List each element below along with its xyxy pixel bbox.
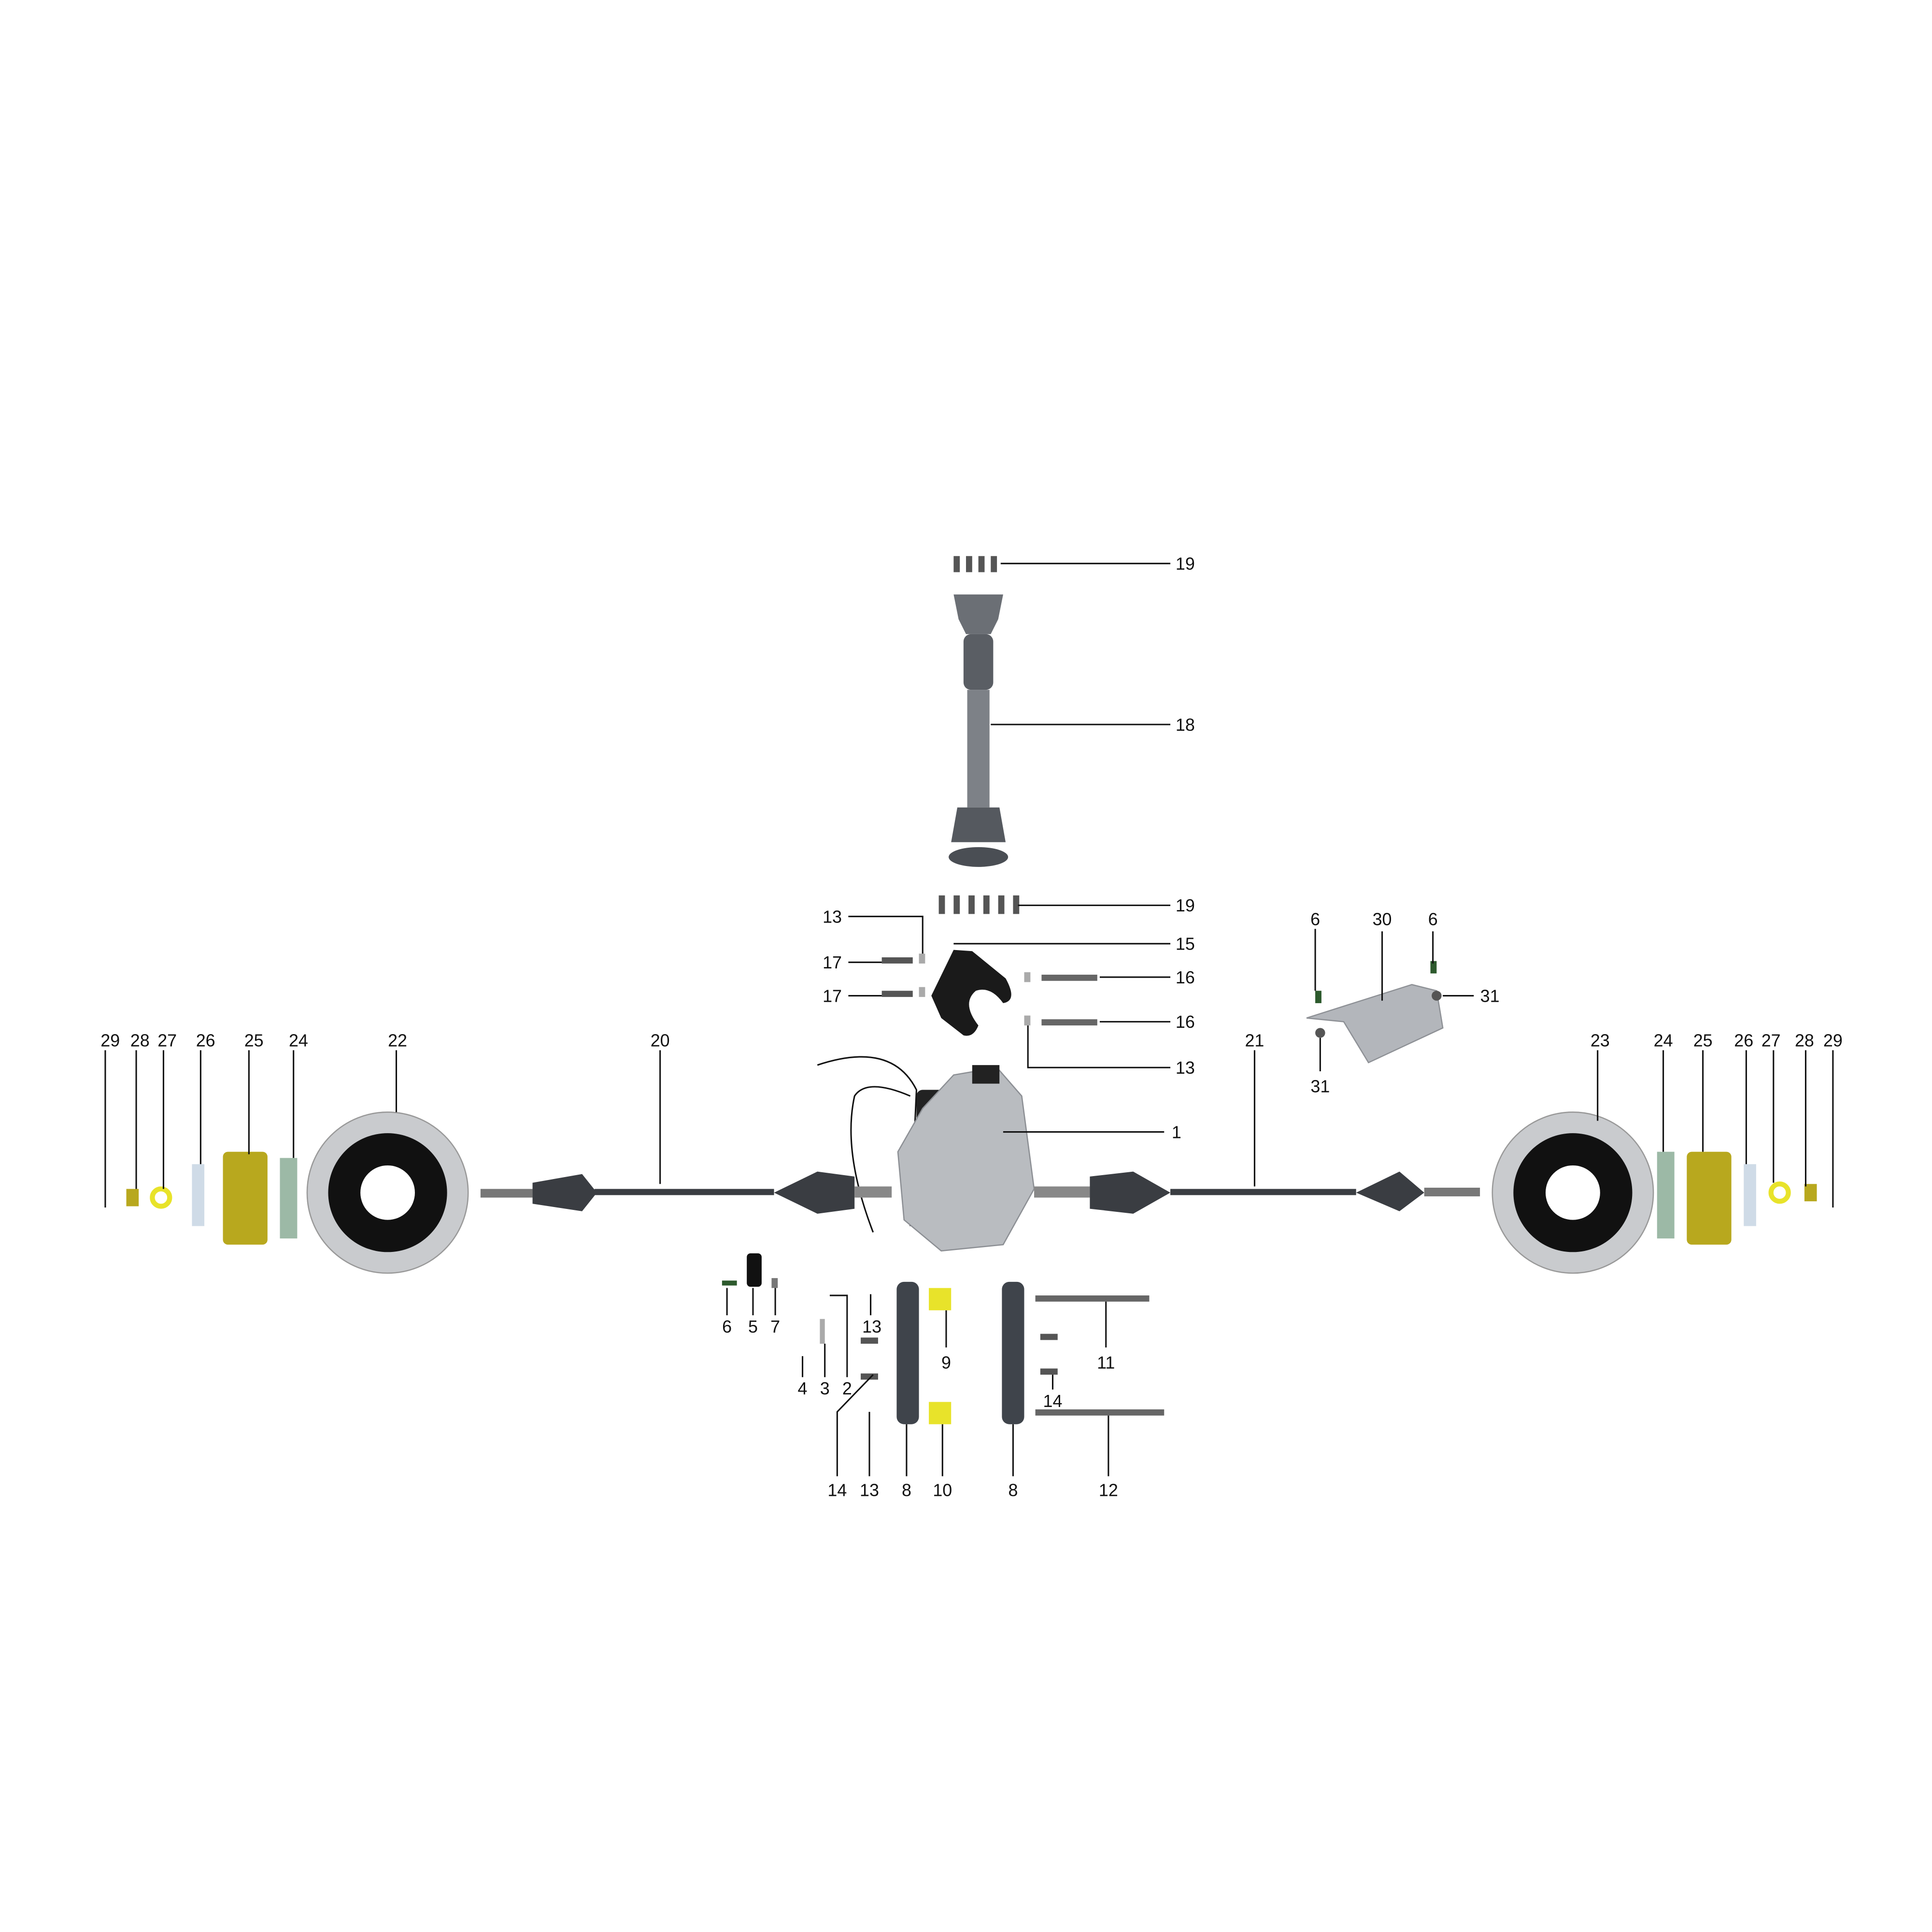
callout: 17 [823, 986, 842, 1006]
callout: 2 [842, 1379, 852, 1398]
right-half-shaft [1034, 1171, 1480, 1214]
callout: 25 [1693, 1031, 1713, 1051]
callout: 18 [1176, 715, 1195, 735]
callout: 14 [1043, 1392, 1063, 1411]
drive-shaft-bottom-bolts [938, 895, 1020, 914]
callout: 23 [1591, 1031, 1610, 1051]
callout: 28 [130, 1031, 150, 1051]
drive-shaft [949, 594, 1009, 867]
callout: 9 [941, 1353, 951, 1372]
callout: 27 [1762, 1031, 1781, 1051]
callout: 6 [1310, 909, 1320, 929]
callout: 24 [289, 1031, 308, 1051]
skid-plate [1306, 984, 1444, 1064]
callout: 11 [1097, 1353, 1115, 1372]
callout: 14 [827, 1480, 847, 1500]
callout: 31 [1480, 986, 1500, 1006]
callout: 29 [100, 1031, 120, 1051]
callout: 13 [823, 907, 842, 926]
bracket-bolts [881, 953, 1097, 1026]
callout: 7 [770, 1317, 780, 1336]
callout: 26 [196, 1031, 215, 1051]
callout: 10 [933, 1480, 952, 1500]
drive-shaft-top-bolts [953, 556, 997, 572]
callout: 31 [1310, 1077, 1330, 1096]
callout: 17 [823, 953, 842, 972]
callout: 4 [798, 1379, 808, 1398]
callout: 30 [1373, 909, 1392, 929]
callout: 16 [1176, 1012, 1195, 1032]
left-hub-group [126, 1151, 298, 1245]
callout: 15 [1176, 935, 1195, 954]
leader-lines [104, 563, 1834, 1477]
callout: 8 [1008, 1480, 1018, 1500]
callout: 26 [1734, 1031, 1753, 1051]
callout-labels: 19 18 19 13 15 17 16 17 16 13 6 30 6 31 … [100, 554, 1843, 1500]
right-brake-disc [1492, 1111, 1654, 1274]
callout: 16 [1176, 968, 1195, 987]
callout: 19 [1176, 554, 1195, 573]
callout: 13 [860, 1480, 879, 1500]
callout: 27 [157, 1031, 177, 1051]
callout: 28 [1795, 1031, 1814, 1051]
callout: 6 [1428, 909, 1438, 929]
lower-arms-and-bolts [722, 1253, 1165, 1424]
callout: 21 [1245, 1031, 1264, 1051]
mounting-bracket [931, 950, 1011, 1036]
skid-plate-bolts [1315, 961, 1442, 1038]
callout: 13 [1176, 1058, 1195, 1078]
callout: 5 [748, 1317, 758, 1336]
callout: 13 [862, 1317, 881, 1336]
differential-housing [817, 1056, 1035, 1252]
right-hub-group [1657, 1151, 1817, 1245]
callout: 24 [1654, 1031, 1673, 1051]
callout: 3 [820, 1379, 830, 1398]
callout: 1 [1172, 1122, 1181, 1142]
callout: 22 [388, 1031, 407, 1051]
callout: 19 [1176, 896, 1195, 915]
left-half-shaft [480, 1171, 892, 1214]
callout: 6 [722, 1317, 732, 1336]
callout: 29 [1823, 1031, 1843, 1051]
callout: 12 [1099, 1480, 1118, 1500]
callout: 8 [902, 1480, 911, 1500]
left-brake-disc [306, 1111, 469, 1274]
callout: 25 [244, 1031, 264, 1051]
callout: 20 [651, 1031, 670, 1051]
